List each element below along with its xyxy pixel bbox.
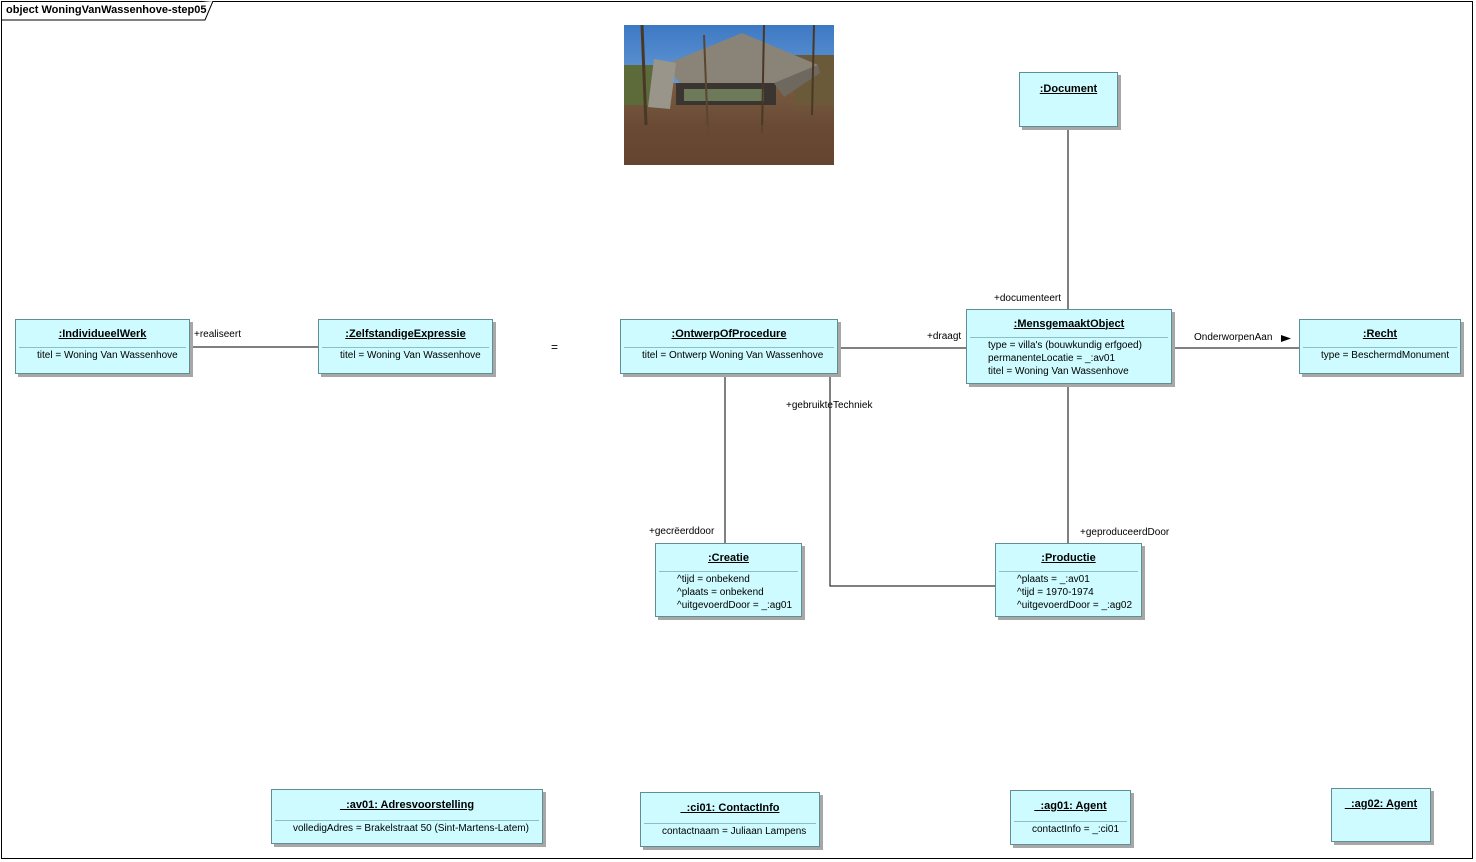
object-name: :MensgemaaktObject [1013, 317, 1125, 330]
frame-tab [1, 1, 214, 21]
attribute: permanenteLocatie = _:av01 [988, 353, 1116, 364]
attribute: titel = Woning Van Wassenhove [988, 366, 1129, 377]
attribute: ^uitgevoerdDoor = _:ag02 [1017, 600, 1133, 611]
association-label-onderworpen-aan: OnderworpenAan [1194, 332, 1273, 343]
attribute: ^plaats = onbekend [677, 587, 764, 598]
role-label-documenteert: +documenteert [994, 293, 1061, 304]
link-gebruikte-techniek[interactable] [829, 374, 996, 587]
house-photo [624, 25, 834, 165]
object-ag01-agent[interactable]: _:ag01: Agent contactInfo = _:ci01 [1010, 790, 1131, 845]
object-mensgemaakt-object[interactable]: :MensgemaaktObject type = villa's (bouwk… [966, 309, 1172, 384]
object-name: _:ag02: Agent [1344, 798, 1418, 810]
object-name: :IndividueelWerk [58, 327, 147, 340]
attribute: ^tijd = onbekend [677, 574, 750, 585]
attribute: contactInfo = _:ci01 [1032, 824, 1120, 835]
attribute: volledigAdres = Brakelstraat 50 (Sint-Ma… [293, 823, 529, 834]
attribute: ^plaats = _:av01 [1017, 574, 1090, 585]
object-ontwerp-of-procedure[interactable]: :OntwerpOfProcedure titel = Ontwerp Woni… [620, 319, 838, 374]
object-ag02-agent[interactable]: _:ag02: Agent [1331, 788, 1431, 842]
frame-title: object WoningVanWassenhove-step05 [6, 4, 207, 16]
navigability-arrow-icon [1281, 335, 1291, 342]
attribute: type = villa's (bouwkundig erfgoed) [988, 340, 1142, 351]
object-name: :Document [1039, 82, 1098, 95]
object-name: _:ag01: Agent [1034, 800, 1107, 812]
role-label-geproduceerd-door: +geproduceerdDoor [1080, 527, 1170, 538]
object-ci01-contactinfo[interactable]: _:ci01: ContactInfo contactnaam = Juliaa… [640, 792, 820, 847]
object-recht[interactable]: :Recht type = BeschermdMonument [1299, 319, 1461, 374]
attribute: ^uitgevoerdDoor = _:ag01 [677, 600, 793, 611]
equals-sign: = [551, 340, 559, 354]
object-name: _:ci01: ContactInfo [680, 802, 780, 814]
attribute: titel = Ontwerp Woning Van Wassenhove [642, 350, 824, 361]
attribute: titel = Woning Van Wassenhove [37, 350, 178, 361]
role-label-gebruikte-techniek: +gebruikteTechniek [786, 400, 873, 411]
role-label-realiseert: +realiseert [194, 329, 241, 340]
object-name: :Creatie [708, 551, 749, 564]
object-productie[interactable]: :Productie ^plaats = _:av01 ^tijd = 1970… [995, 543, 1142, 617]
attribute: ^tijd = 1970-1974 [1017, 587, 1094, 598]
object-name: :Recht [1362, 327, 1398, 340]
object-document[interactable]: :Document [1019, 72, 1118, 127]
object-name: _:av01: Adresvoorstelling [339, 799, 475, 811]
object-name: :ZelfstandigeExpressie [345, 327, 466, 340]
role-label-gecreeerd-door: +gecrëerddoor [649, 526, 715, 537]
attribute: type = BeschermdMonument [1321, 350, 1450, 361]
attribute: contactnaam = Juliaan Lampens [662, 826, 807, 837]
object-name: :Productie [1041, 551, 1096, 564]
object-name: :OntwerpOfProcedure [671, 327, 787, 340]
object-creatie[interactable]: :Creatie ^tijd = onbekend ^plaats = onbe… [655, 543, 802, 617]
object-av01-adresvoorstelling[interactable]: _:av01: Adresvoorstelling volledigAdres … [271, 789, 543, 844]
object-individueelwerk[interactable]: :IndividueelWerk titel = Woning Van Wass… [15, 319, 190, 374]
attribute: titel = Woning Van Wassenhove [340, 350, 481, 361]
object-zelfstandige-expressie[interactable]: :ZelfstandigeExpressie titel = Woning Va… [318, 319, 493, 374]
role-label-draagt: +draagt [927, 331, 962, 342]
